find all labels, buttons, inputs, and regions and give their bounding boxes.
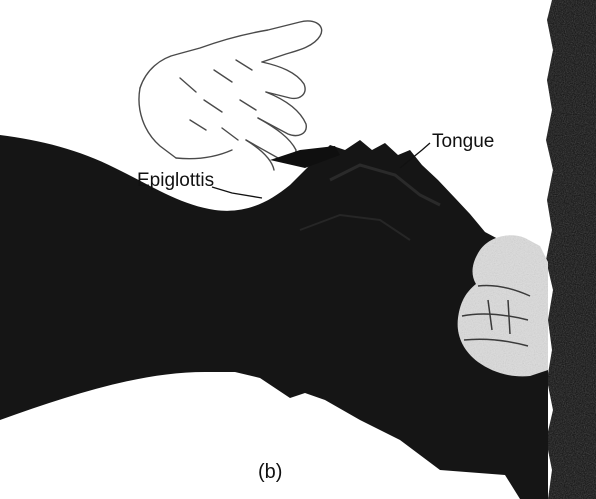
- panel-label: (b): [258, 462, 282, 482]
- epiglottis-label: Epiglottis: [137, 171, 214, 190]
- dark-background-wall: [546, 0, 596, 499]
- epiglottis-leader-line: [212, 187, 262, 198]
- upper-hand-outline: [139, 21, 322, 170]
- tongue-label: Tongue: [432, 132, 494, 151]
